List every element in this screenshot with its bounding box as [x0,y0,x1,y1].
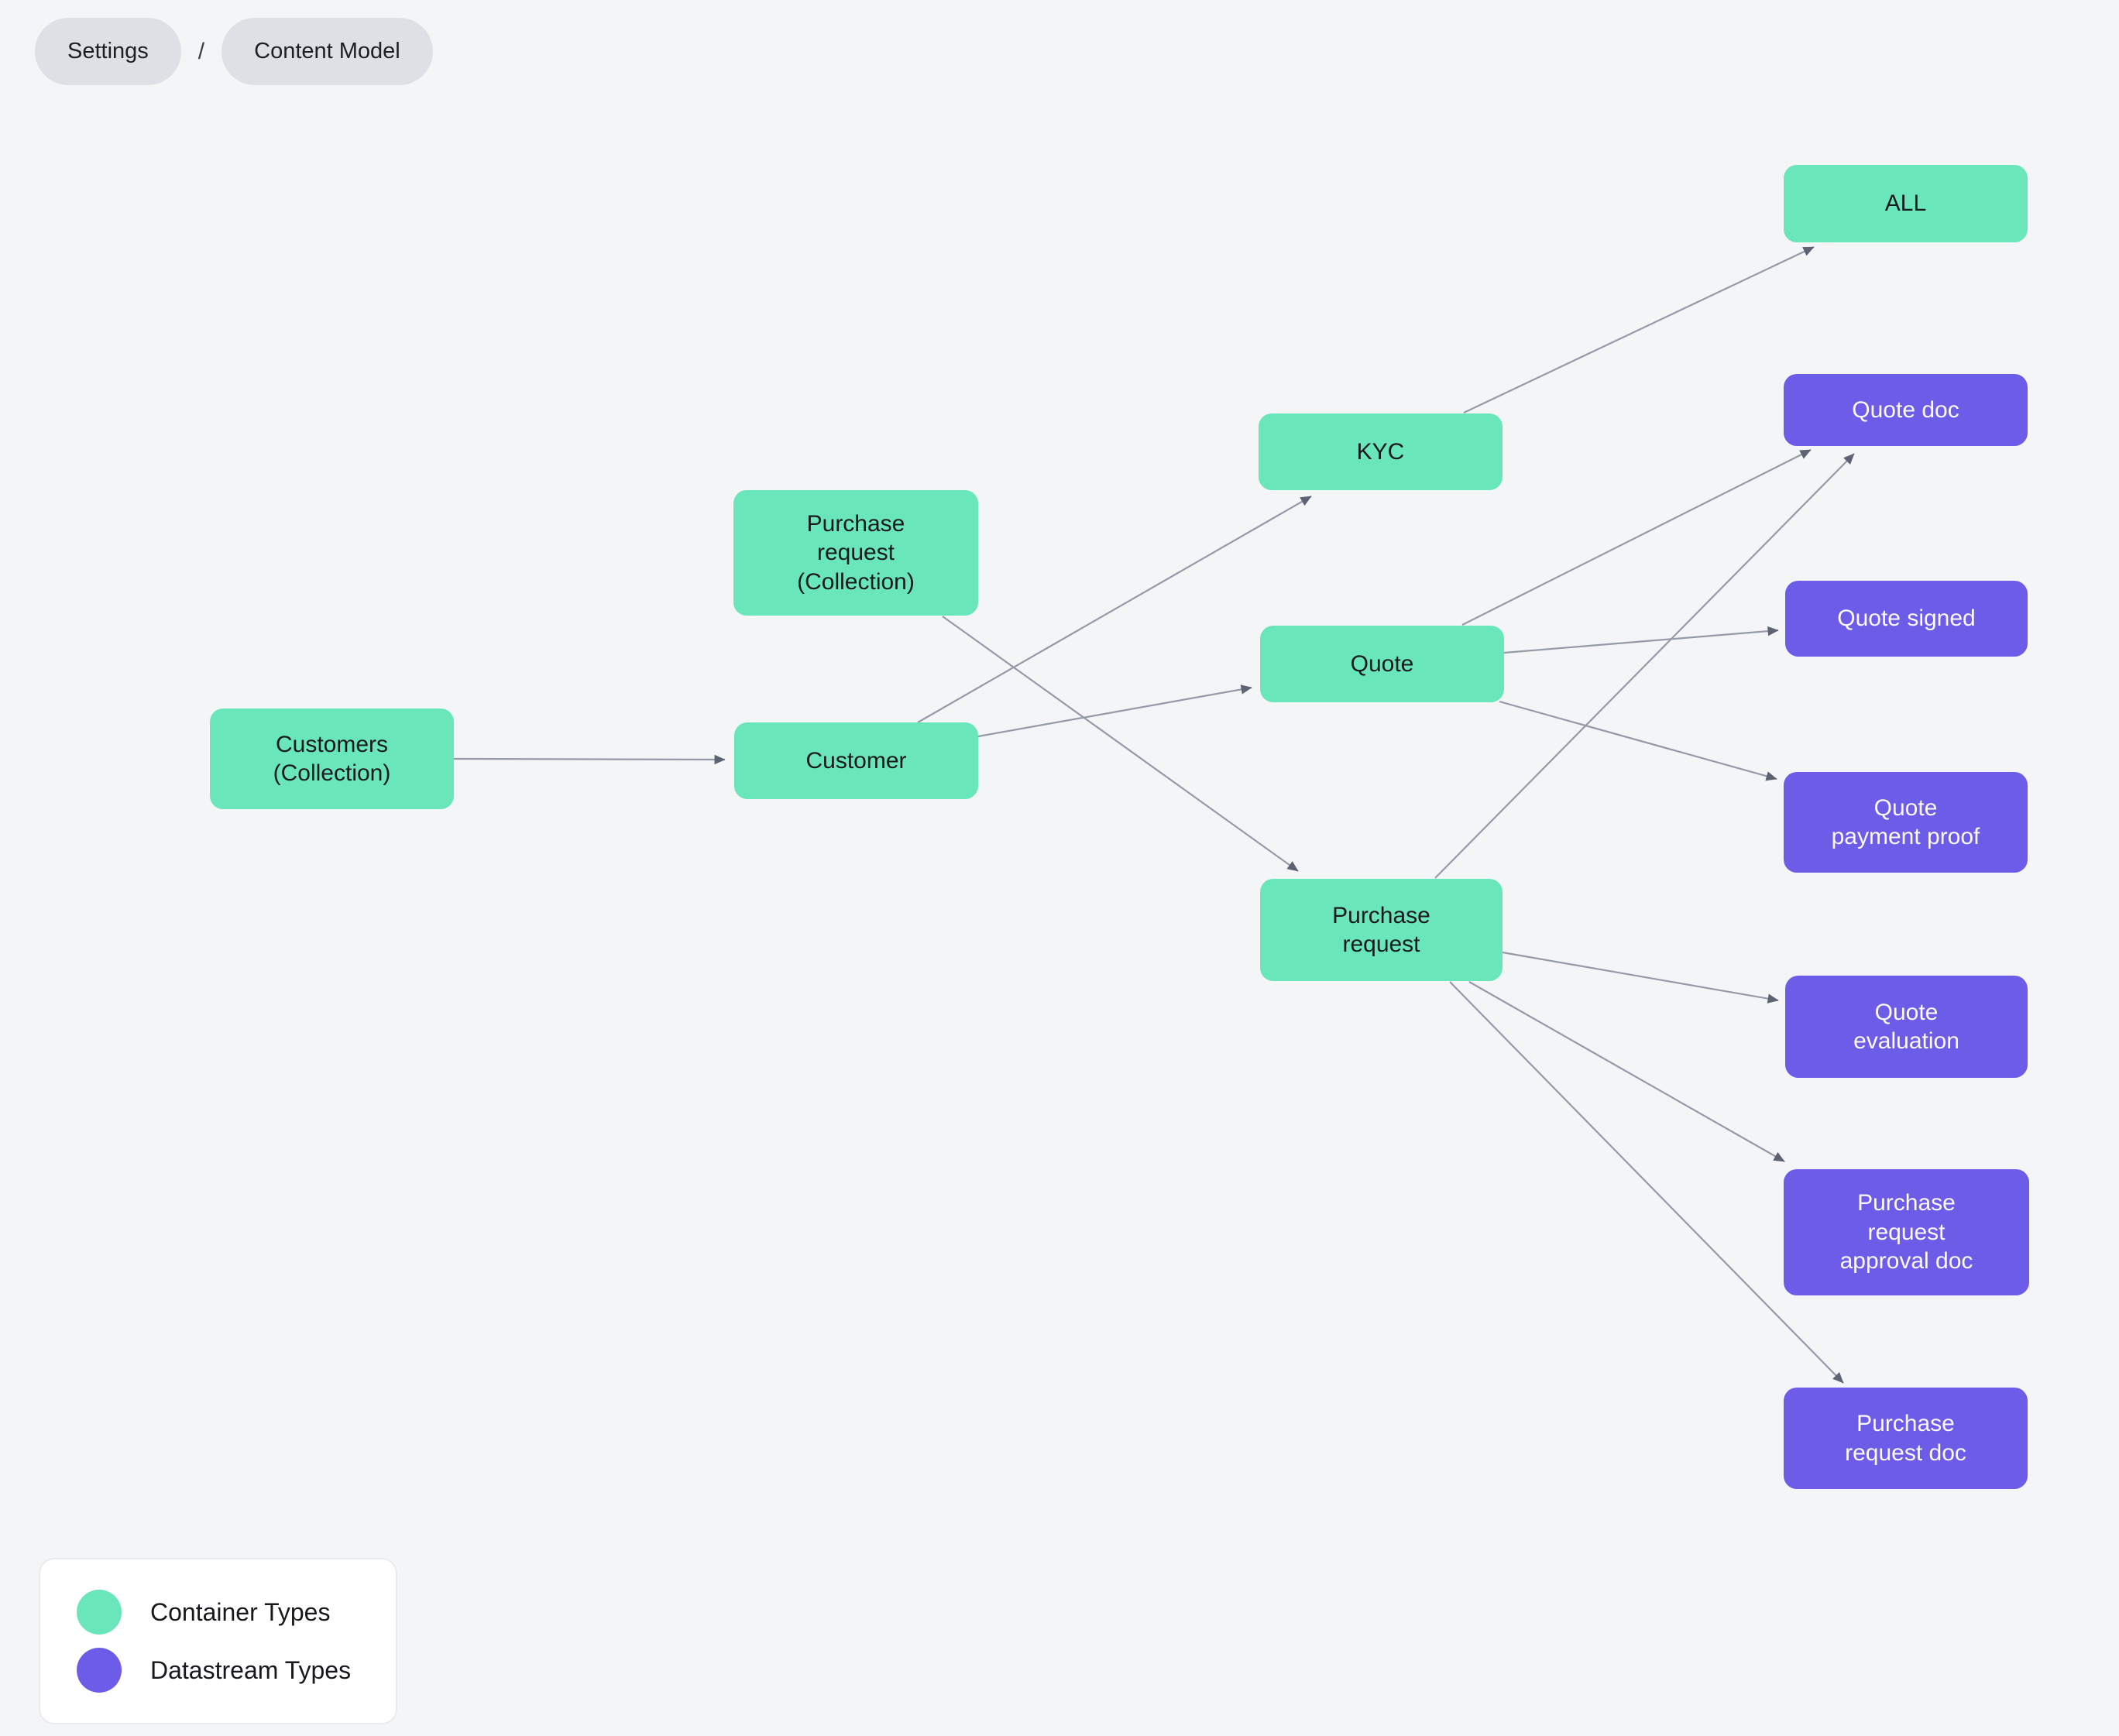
node-quote[interactable]: Quote [1260,626,1504,702]
edge-purchase-request-to-quote-evaluation [1502,951,1779,1004]
breadcrumb-item-content-model[interactable]: Content Model [222,18,433,85]
node-purchase-request[interactable]: Purchase request [1260,879,1503,981]
node-quote-evaluation[interactable]: Quote evaluation [1785,976,2028,1078]
node-quote-doc[interactable]: Quote doc [1784,374,2028,446]
breadcrumb-separator: / [197,38,205,64]
node-purchase-request-approval-doc[interactable]: Purchase request approval doc [1784,1169,2029,1295]
legend-card: Container Types Datastream Types [39,1558,397,1724]
legend-item-label: Container Types [150,1597,331,1626]
breadcrumb: Settings / Content Model [35,18,433,85]
edge-purchase-request-to-purchase-request-approval-doc [1468,981,1785,1162]
node-purchase-request-collection[interactable]: Purchase request (Collection) [733,490,978,616]
legend-item-label: Datastream Types [150,1655,352,1684]
container-types-dot-icon [77,1590,122,1635]
edge-kyc-to-all [1463,246,1815,413]
edge-quote-to-quote-signed [1503,626,1779,654]
node-quote-signed[interactable]: Quote signed [1785,581,2028,657]
node-customer[interactable]: Customer [734,722,978,799]
legend-item-datastream-types: Datastream Types [77,1648,396,1693]
breadcrumb-item-settings[interactable]: Settings [35,18,181,85]
datastream-types-dot-icon [77,1648,122,1693]
node-all[interactable]: ALL [1784,165,2028,242]
node-purchase-request-doc[interactable]: Purchase request doc [1784,1388,2028,1489]
edge-customer-to-quote [977,684,1252,738]
edge-purchase-request-collection-to-purchase-request [942,616,1299,872]
edge-customers-collection-to-customer [453,754,726,765]
node-customers-collection[interactable]: Customers (Collection) [210,708,454,809]
legend-item-container-types: Container Types [77,1590,396,1635]
edge-quote-to-quote-payment-proof [1499,700,1777,781]
node-kyc[interactable]: KYC [1259,413,1503,490]
node-quote-payment-proof[interactable]: Quote payment proof [1784,772,2028,873]
edge-quote-to-quote-doc [1461,449,1812,626]
